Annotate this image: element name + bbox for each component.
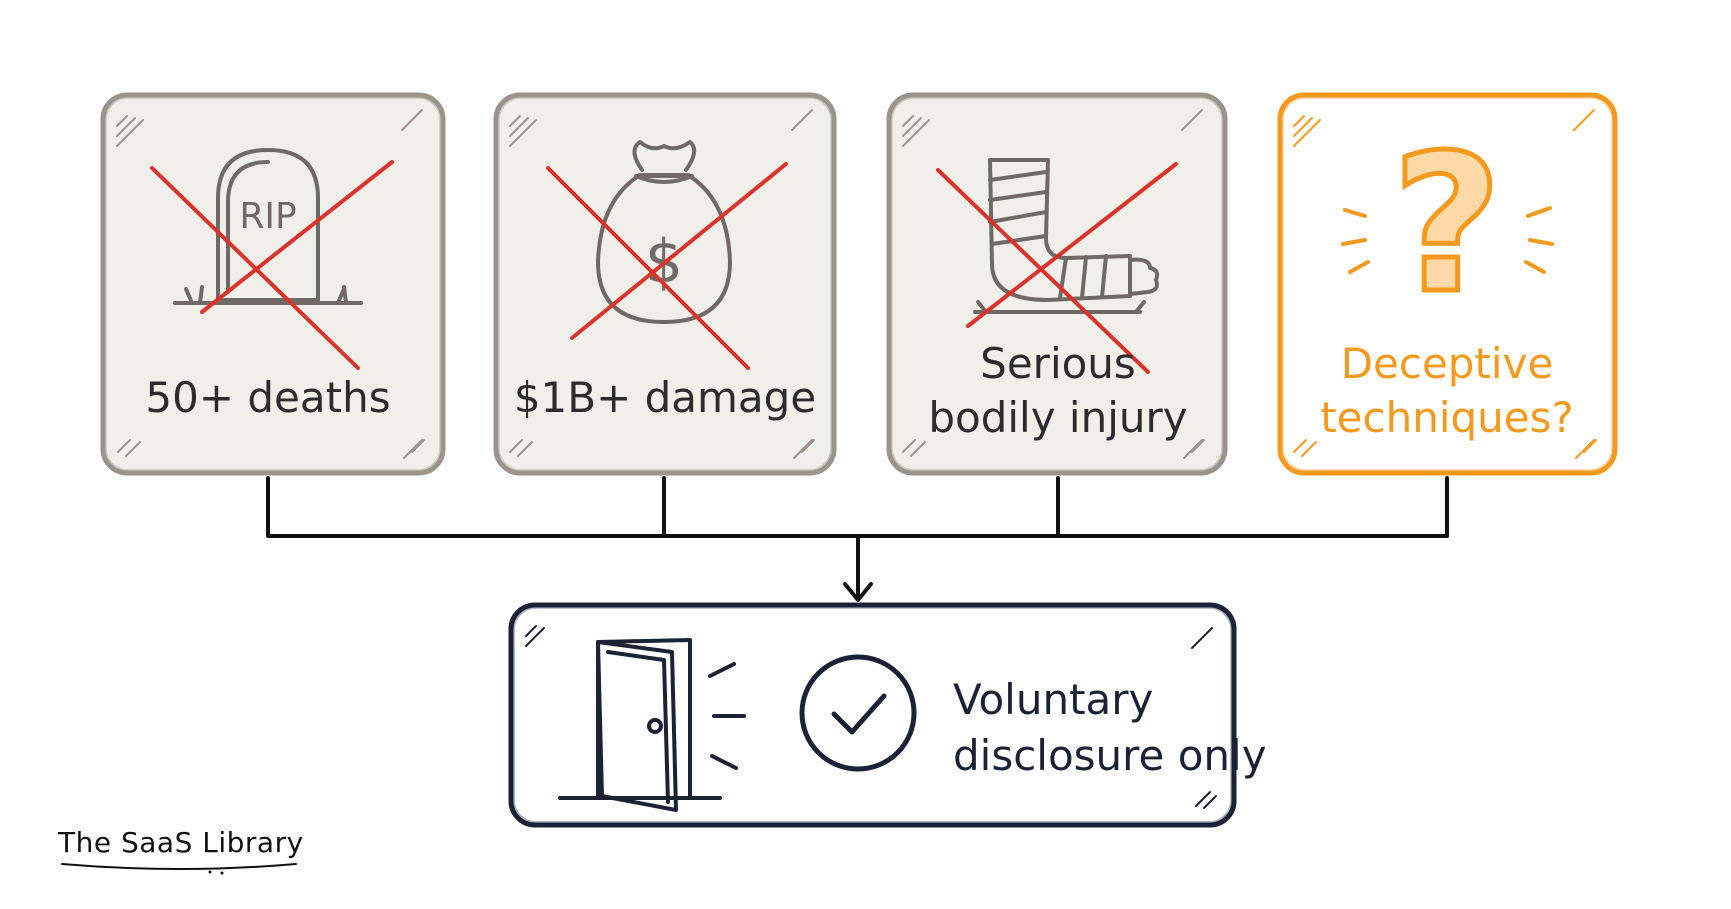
question-mark-glyph: ?	[1392, 114, 1502, 335]
criterion-card-deceptive: ? Deceptive techniques?	[1277, 92, 1618, 476]
criterion-label-deceptive-line1: Deceptive	[1341, 339, 1554, 388]
corner-hatch	[509, 109, 815, 459]
question-mark-icon: ?	[1341, 112, 1554, 338]
criterion-label-injury-line1: Serious	[980, 339, 1136, 388]
sparkle-lines	[1341, 206, 1554, 274]
bandaged-arm-icon	[973, 158, 1160, 314]
gravestone-text: RIP	[239, 196, 296, 237]
criterion-label-deceptive-line2: techniques?	[1320, 393, 1574, 442]
result-label-line2: disclosure only	[953, 731, 1267, 780]
result-card: Voluntary disclosure only	[508, 602, 1267, 828]
criterion-label-deaths-line1: 50+ deaths	[145, 373, 390, 422]
criterion-label-injury-line2: bodily injury	[928, 393, 1187, 442]
check-circle-icon	[799, 654, 917, 772]
criterion-card-deaths: RIP 50+ deaths	[100, 92, 446, 476]
brand-underline	[61, 863, 297, 875]
gravestone-icon: RIP	[173, 148, 363, 305]
open-door-icon	[558, 638, 746, 812]
connector-lines	[266, 476, 1449, 602]
corner-hatch	[116, 109, 425, 459]
corner-hatch	[902, 109, 1205, 459]
corner-hatch	[525, 625, 1217, 809]
red-cross-icon	[546, 162, 788, 370]
brand-logo-text: The SaaS Library	[58, 826, 304, 859]
criterion-card-injury: Serious bodily injury	[886, 92, 1228, 476]
corner-hatch	[1293, 109, 1597, 459]
red-cross-icon	[936, 162, 1178, 374]
criterion-card-damage: $ $1B+ damage	[493, 92, 837, 476]
result-label-line1: Voluntary	[953, 675, 1153, 724]
criterion-label-damage-line1: $1B+ damage	[514, 373, 816, 422]
red-cross-icon	[150, 160, 394, 370]
